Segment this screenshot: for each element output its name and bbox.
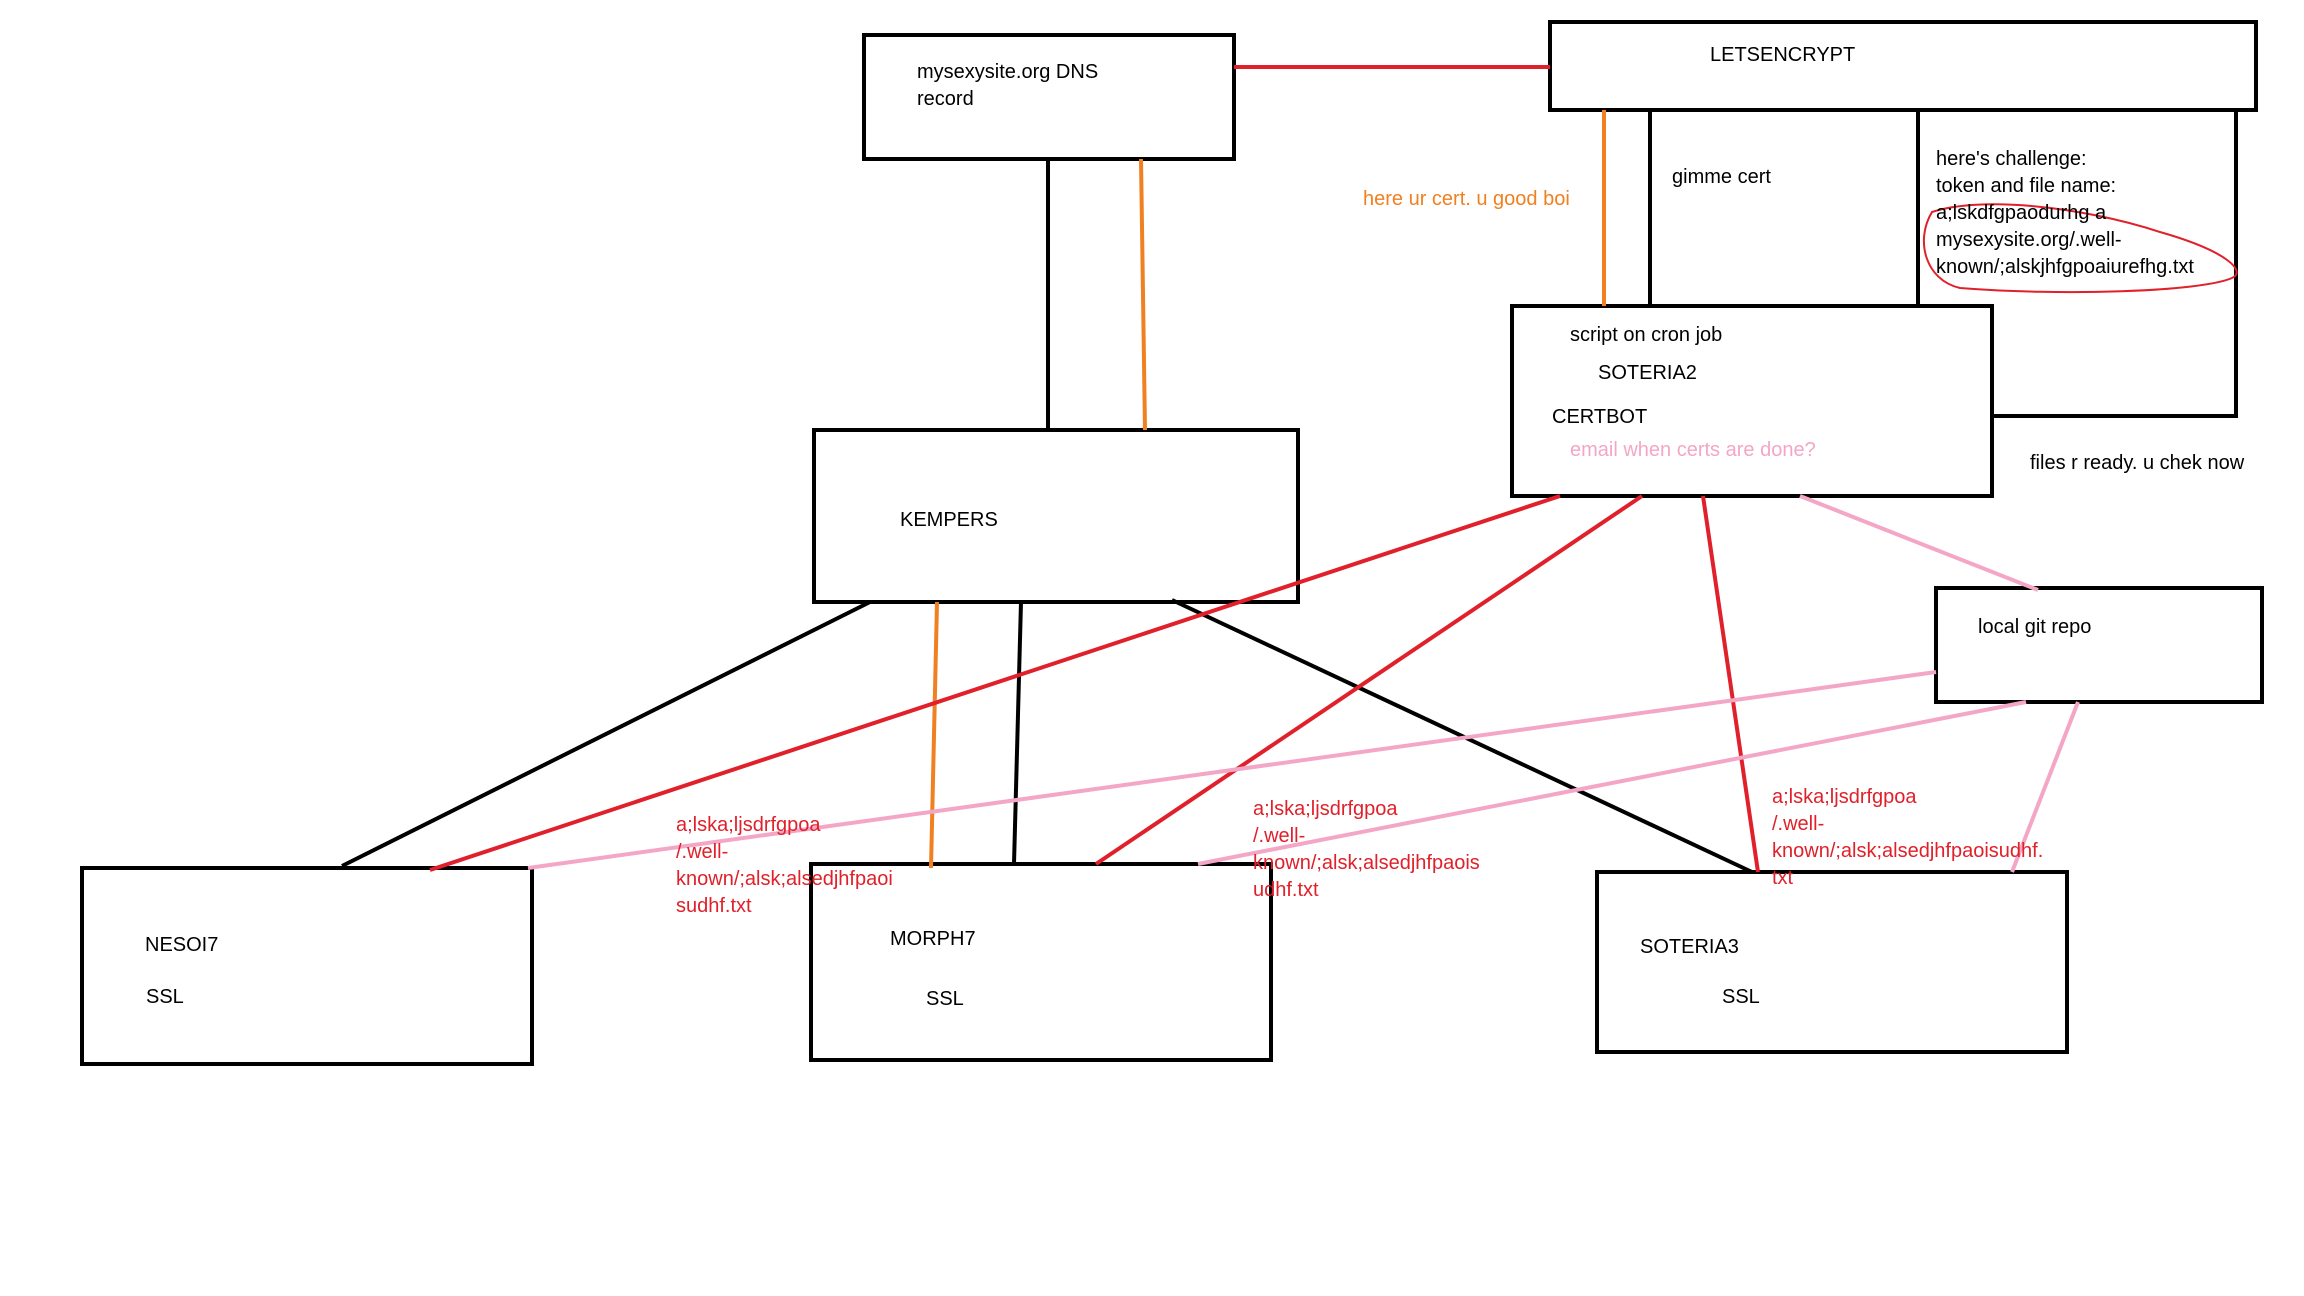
git-morph7-pink-line [1197, 700, 2027, 866]
nesoi-file-note-2: /.well- [676, 841, 729, 863]
soteria3-ssl: SSL [1722, 986, 1760, 1008]
soteria2-morph7-red-line [1094, 494, 1644, 866]
challenge-line2: token and file name: [1936, 175, 2117, 197]
morph7-ssl: SSL [926, 988, 964, 1010]
morph7-name: MORPH7 [890, 928, 976, 950]
soteria3-name: SOTERIA3 [1640, 936, 1739, 958]
git-nesoi7-pink-line [527, 670, 1937, 870]
soteria2-box [1510, 304, 1994, 498]
local-git-repo-box [1934, 586, 2264, 704]
letsencrypt-title: LETSENCRYPT [1710, 44, 1856, 66]
morph-file-note-2: /.well- [1253, 825, 1306, 847]
kempers-nesoi7-black-line [341, 600, 871, 868]
kempers-morph7-black-line [1012, 601, 1023, 865]
nesoi7-name: NESOI7 [145, 934, 219, 956]
challenge-highlight-ellipse [1923, 203, 2238, 294]
soteria2-soteria3-red-line [1701, 495, 1760, 873]
files-ready-note: files r ready. u chek now [2030, 452, 2245, 474]
git-soteria3-pink-line [2010, 701, 2080, 873]
gimme-cert-box [1648, 108, 1920, 308]
soteria2-certbot: CERTBOT [1552, 406, 1648, 428]
morph-file-note-4: udhf.txt [1253, 879, 1319, 901]
kempers-morph7-orange-line [929, 601, 939, 869]
soteria2-git-pink-line [1799, 494, 2039, 592]
dns-kempers-orange-line [1139, 158, 1147, 431]
dns-label-line2: record [917, 88, 974, 110]
dns-label-line1: mysexysite.org DNS [917, 61, 1099, 83]
nesoi7-box [80, 866, 534, 1066]
kempers-name: KEMPERS [900, 509, 998, 531]
morph-file-note-3: known/;alsk;alsedjhfpaois [1253, 852, 1480, 874]
nesoi7-ssl: SSL [146, 986, 184, 1008]
cert-reply-note: here ur cert. u good boi [1363, 188, 1570, 210]
soteria2-email-note: email when certs are done? [1570, 439, 1816, 461]
soteria2-nesoi7-red-line [429, 494, 1561, 872]
git-repo-name: local git repo [1978, 616, 2092, 638]
nesoi-file-note-4: sudhf.txt [676, 895, 752, 917]
soteria3-file-note-4: txt [1772, 867, 1794, 889]
nesoi-file-note-3: known/;alsk;alsedjhfpaoi [676, 868, 893, 890]
gimme-cert-label: gimme cert [1672, 166, 1771, 188]
morph-file-note-1: a;lska;ljsdrfgpoa [1253, 798, 1398, 820]
soteria3-file-note-3: known/;alsk;alsedjhfpaoisudhf. [1772, 840, 2044, 862]
challenge-box [1916, 108, 2238, 418]
soteria3-file-note-2: /.well- [1772, 813, 1825, 835]
soteria2-name: SOTERIA2 [1598, 362, 1697, 384]
soteria3-box [1595, 870, 2069, 1054]
challenge-line5: known/;alskjhfgpoaiurefhg.txt [1936, 256, 2194, 278]
challenge-line1: here's challenge: [1936, 148, 2087, 170]
letsencrypt-box [1548, 20, 2258, 112]
challenge-line4: mysexysite.org/.well- [1936, 229, 2122, 251]
kempers-box [812, 428, 1300, 604]
nesoi-file-note-1: a;lska;ljsdrfgpoa [676, 814, 821, 836]
morph7-box [809, 862, 1273, 1062]
challenge-line3: a;lskdfgpaodurhg a [1936, 202, 2107, 224]
soteria3-file-note-1: a;lska;ljsdrfgpoa [1772, 786, 1917, 808]
soteria2-cron-label: script on cron job [1570, 324, 1723, 346]
